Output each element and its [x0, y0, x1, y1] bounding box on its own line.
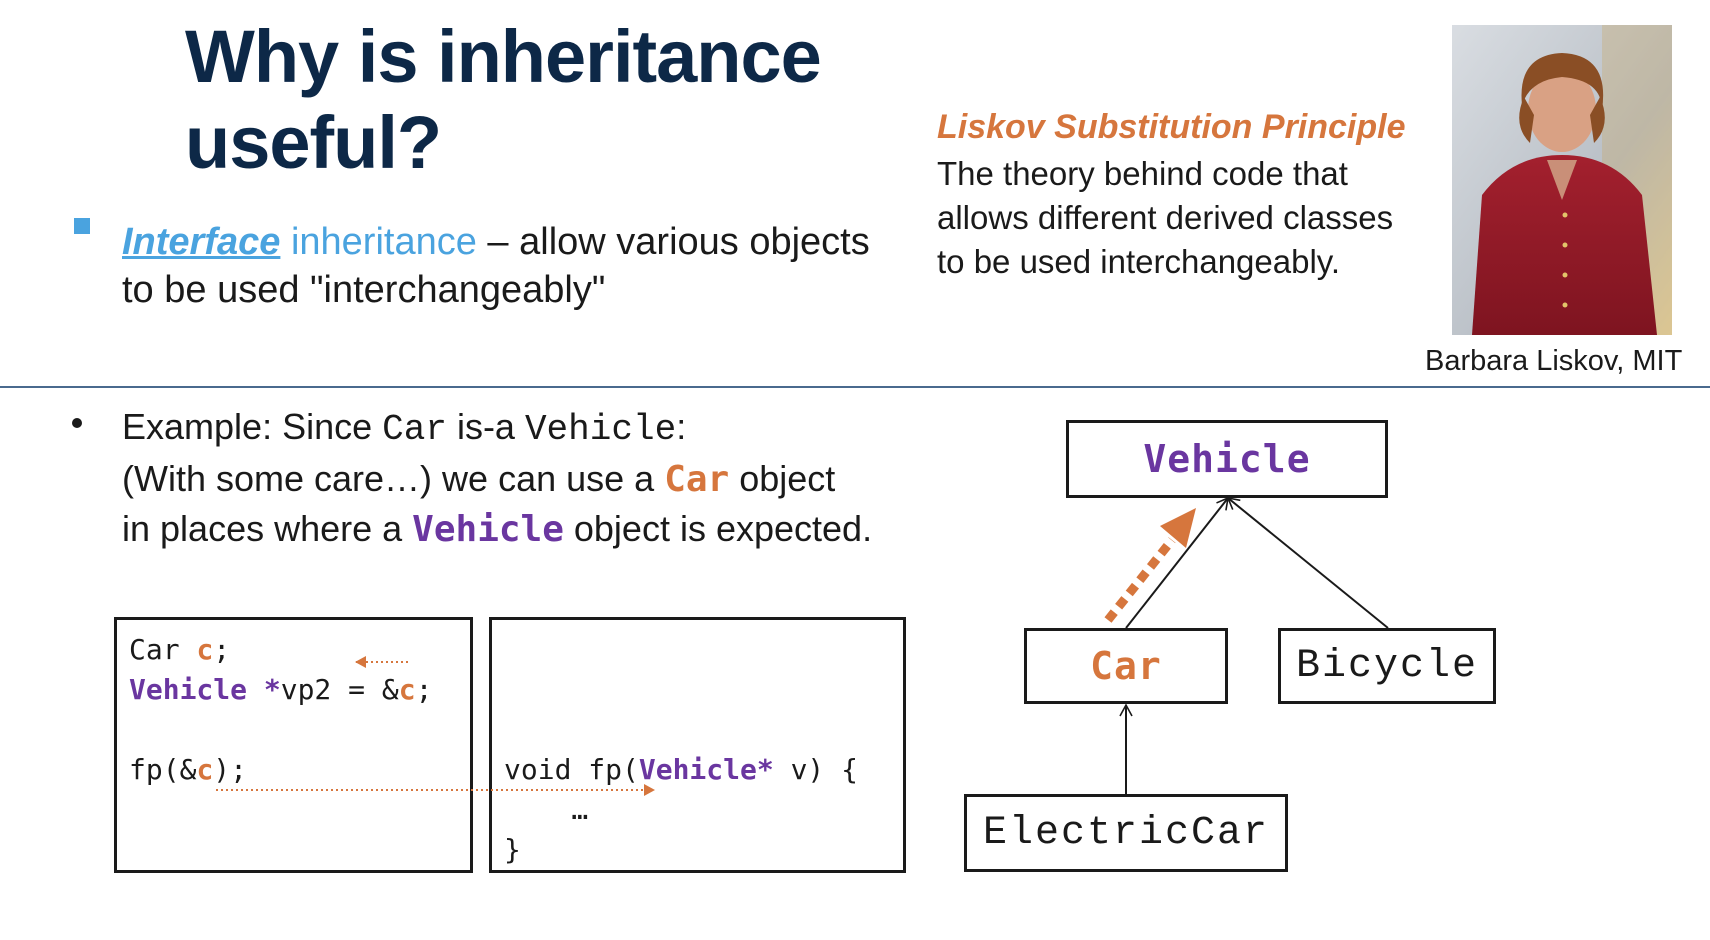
- function-code-box: void fp(Vehicle* v) { … }: [489, 617, 906, 873]
- title-line-1: Why is inheritance: [185, 15, 822, 98]
- lsp-line-1: The theory behind code that: [937, 155, 1348, 192]
- example-text: Example: Since Car is-a Vehicle: (With s…: [122, 402, 982, 554]
- example-line-3: in places where a Vehicle object is expe…: [122, 504, 982, 554]
- example-car-code: Car: [382, 409, 447, 450]
- example-vehicle-highlight: Vehicle: [412, 509, 564, 550]
- example-line-2: (With some care…) we can use a Car objec…: [122, 454, 982, 504]
- code-vp2-assign: vp2 = &: [280, 673, 399, 706]
- lsp-line-3: to be used interchangeably.: [937, 243, 1341, 280]
- code-vehicle-param-type: Vehicle*: [638, 753, 774, 786]
- interface-keyword: Interface: [122, 221, 281, 263]
- code-line-vp2: Vehicle *vp2 = &c;: [129, 670, 458, 710]
- example-l2-text: (With some care…) we can use a: [122, 458, 665, 499]
- uml-electriccar-class: ElectricCar: [964, 794, 1288, 872]
- photo-caption: Barbara Liskov, MIT: [1425, 345, 1683, 377]
- uml-car-class: Car: [1024, 628, 1228, 704]
- example-l1-text: Example: Since: [122, 406, 383, 447]
- bullet1-text: – allow various objects to be used "inte…: [122, 221, 870, 311]
- interface-inheritance-bullet: Interface inheritance – allow various ob…: [122, 218, 882, 314]
- barbara-liskov-photo: [1452, 25, 1672, 335]
- lsp-line-2: allows different derived classes: [937, 199, 1394, 236]
- round-bullet-icon: [72, 418, 82, 428]
- code-fp-call-end: );: [213, 753, 248, 786]
- example-vehicle-code: Vehicle: [524, 409, 677, 450]
- code-line-body: …: [504, 793, 589, 826]
- example-object-text: object: [729, 458, 836, 499]
- code-semicolon-2: ;: [415, 673, 433, 706]
- code-fp-call: fp(&: [129, 753, 197, 786]
- example-colon: :: [676, 406, 687, 447]
- example-isa-text: is-a: [446, 406, 525, 447]
- code-param-v: v) {: [773, 753, 859, 786]
- example-expected-text: object is expected.: [563, 508, 873, 549]
- uml-bicycle-class: Bicycle: [1278, 628, 1496, 704]
- code-var-c-arg: c: [196, 753, 214, 786]
- substitution-arrowhead-icon: [1160, 508, 1196, 548]
- lsp-description: The theory behind code that allows diffe…: [937, 152, 1457, 284]
- uml-vehicle-label: Vehicle: [1143, 437, 1311, 481]
- uml-bicycle-label: Bicycle: [1295, 643, 1479, 689]
- code-car-type: Car: [129, 633, 197, 666]
- slide-title: Why is inheritance useful?: [185, 14, 905, 186]
- substitution-arrow: [1104, 537, 1176, 623]
- code-semicolon: ;: [213, 633, 231, 666]
- code-line-car-decl: Car c;: [129, 630, 458, 670]
- inherit-arrow-bicycle-vehicle: [1226, 496, 1389, 629]
- code-line-fp-decl: void fp(Vehicle* v) {: [504, 750, 891, 790]
- code-vehicle-ptr-type: Vehicle *: [129, 673, 281, 706]
- title-line-2: useful?: [185, 101, 442, 184]
- code-var-c-ref: c: [398, 673, 416, 706]
- example-line-1: Example: Since Car is-a Vehicle:: [122, 402, 982, 454]
- lsp-title: Liskov Substitution Principle: [937, 108, 1406, 146]
- code-line-fp-call: fp(&c);: [129, 750, 458, 790]
- example-car-highlight: Car: [664, 459, 730, 500]
- inheritance-keyword: inheritance: [280, 221, 477, 263]
- code-line-close: }: [504, 833, 521, 866]
- example-l3-text: in places where a: [122, 508, 413, 549]
- code-void-fp: void fp(: [504, 753, 639, 786]
- uml-vehicle-class: Vehicle: [1066, 420, 1388, 498]
- caller-code-box: Car c; Vehicle *vp2 = &c; fp(&c);: [114, 617, 473, 873]
- code-var-c: c: [196, 633, 214, 666]
- square-bullet-icon: [74, 218, 90, 234]
- inherit-arrow-car-vehicle: [1125, 496, 1230, 629]
- uml-electriccar-label: ElectricCar: [982, 810, 1270, 856]
- section-divider: [0, 386, 1710, 388]
- uml-car-label: Car: [1090, 644, 1162, 688]
